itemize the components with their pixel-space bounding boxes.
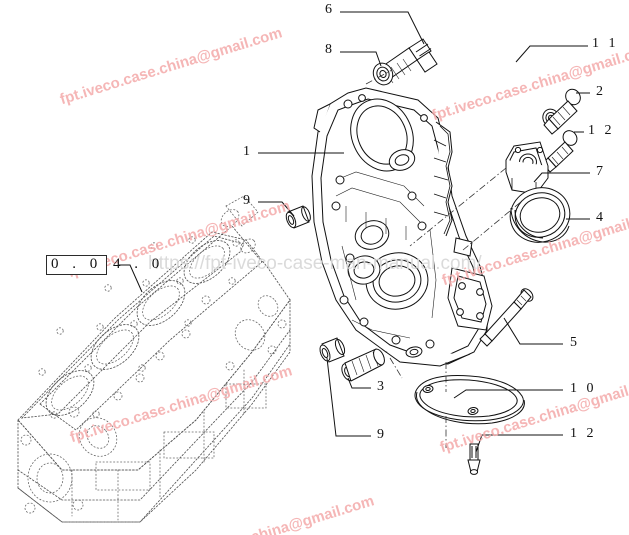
engine-cylinder-block <box>17 195 291 523</box>
part-bracket-7 <box>505 141 549 195</box>
part-cover-plate-10 <box>414 375 525 425</box>
part-washer-8 <box>372 62 394 86</box>
part-oil-seal-4 <box>509 187 571 243</box>
part-number-box: 0 . 0 <box>46 255 108 275</box>
callout-11: 1 1 <box>592 36 619 51</box>
callout-12-upper: 1 2 <box>588 123 615 138</box>
callout-4: 4 <box>596 210 606 225</box>
part-number-suffix: 4 . 0 <box>113 256 165 272</box>
part-dowel-pin-9-lower <box>319 337 346 363</box>
callout-10: 1 0 <box>570 381 597 396</box>
callout-5: 5 <box>570 335 580 350</box>
callout-9-lower: 9 <box>377 427 387 442</box>
part-bolt-5 <box>479 288 534 347</box>
assembly-axis-lines <box>365 69 529 448</box>
callout-9-upper: 9 <box>243 193 253 208</box>
callout-8: 8 <box>325 42 335 57</box>
callout-leader-lines <box>119 11 590 453</box>
callout-12-lower: 1 2 <box>570 426 597 441</box>
callout-7: 7 <box>596 164 606 179</box>
part-stud-bolt-3 <box>341 348 385 382</box>
part-dowel-pin-9-upper <box>285 205 311 229</box>
part-bolt-12-lower <box>467 443 481 475</box>
part-timing-gear-cover <box>311 87 493 367</box>
callout-6: 6 <box>325 2 335 17</box>
callout-1: 1 <box>243 144 253 159</box>
part-bolt-12-upper <box>542 130 578 173</box>
callout-3: 3 <box>377 379 387 394</box>
callout-2: 2 <box>596 84 606 99</box>
